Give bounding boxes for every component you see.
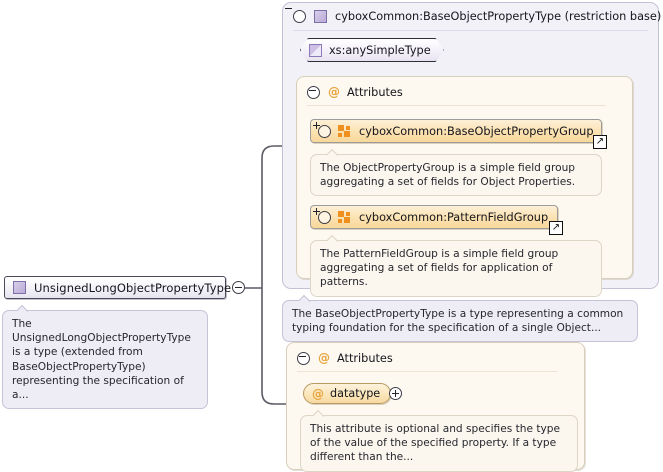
at-sign-icon: @: [328, 85, 340, 99]
attributes-divider: [297, 371, 558, 372]
attribute-group-icon: [338, 210, 351, 224]
type-node-label: UnsignedLongObjectPropertyType: [34, 280, 232, 295]
at-sign-icon: @: [312, 386, 324, 401]
external-link-icon-2[interactable]: ↗: [549, 221, 563, 235]
group-ref-label-2: cyboxCommon:PatternFieldGroup: [359, 210, 549, 224]
complex-type-icon: [314, 10, 327, 23]
attribute-group-icon: [338, 124, 351, 138]
plus-toggle-group-2[interactable]: [318, 210, 331, 224]
bubble-tail: [17, 303, 28, 312]
simple-type-icon: [309, 44, 322, 57]
group-ref-description-text-1: The ObjectPropertyGroup is a simple fiel…: [320, 162, 576, 189]
minus-toggle-type-node[interactable]: [232, 281, 245, 294]
simple-type-pill-anysimpletype[interactable]: xs:anySimpleType: [300, 38, 444, 62]
panel-divider: [293, 30, 648, 31]
attributes-divider: [307, 105, 606, 106]
attribute-datatype-description: This attribute is optional and specifies…: [300, 415, 578, 472]
bubble-tail: [299, 293, 310, 302]
type-node-unsignedlongobjectpropertytype[interactable]: UnsignedLongObjectPropertyType: [4, 276, 231, 299]
minus-toggle-restriction-panel[interactable]: [293, 10, 306, 23]
attributes-header-bottom[interactable]: @ Attributes: [297, 351, 393, 365]
bubble-tail: [327, 233, 338, 242]
restriction-panel-description: The BaseObjectPropertyType is a type rep…: [282, 300, 638, 343]
restriction-panel-header[interactable]: cyboxCommon:BaseObjectPropertyType (rest…: [283, 3, 661, 30]
group-ref-baseobjectpropertygroup[interactable]: cyboxCommon:BaseObjectPropertyGroup ↗: [310, 119, 607, 149]
at-sign-icon: @: [318, 351, 330, 365]
restriction-panel-title: cyboxCommon:BaseObjectPropertyType (rest…: [335, 10, 662, 23]
attribute-datatype-description-text: This attribute is optional and specifies…: [310, 423, 561, 464]
external-link-icon-1[interactable]: ↗: [593, 135, 607, 149]
plus-toggle-datatype[interactable]: [389, 387, 402, 400]
attributes-header-top[interactable]: @ Attributes: [307, 85, 403, 99]
restriction-panel-description-text: The BaseObjectPropertyType is a type rep…: [292, 308, 624, 335]
group-ref-label-1: cyboxCommon:BaseObjectPropertyGroup: [359, 124, 594, 138]
attribute-pill-datatype[interactable]: @ datatype: [303, 383, 392, 404]
plus-toggle-group-1[interactable]: [318, 124, 331, 138]
complex-type-icon: [13, 281, 26, 294]
attributes-title-top: Attributes: [347, 85, 403, 99]
bubble-tail: [313, 408, 324, 417]
type-node-description: The UnsignedLongObjectPropertyType is a …: [2, 310, 208, 410]
attributes-title-bottom: Attributes: [337, 351, 393, 365]
group-ref-description-2: The PatternFieldGroup is a simple field …: [310, 240, 602, 297]
group-ref-description-text-2: The PatternFieldGroup is a simple field …: [320, 248, 559, 289]
minus-toggle-attributes-top[interactable]: [307, 85, 320, 99]
group-ref-description-1: The ObjectPropertyGroup is a simple fiel…: [310, 154, 602, 197]
minus-toggle-attributes-bottom[interactable]: [297, 351, 310, 365]
attribute-pill-label: datatype: [330, 387, 381, 400]
group-ref-patternfieldgroup[interactable]: cyboxCommon:PatternFieldGroup ↗: [310, 205, 563, 235]
type-node-description-text: The UnsignedLongObjectPropertyType is a …: [12, 318, 191, 402]
simple-type-label: xs:anySimpleType: [329, 43, 431, 57]
bubble-tail: [327, 147, 338, 156]
